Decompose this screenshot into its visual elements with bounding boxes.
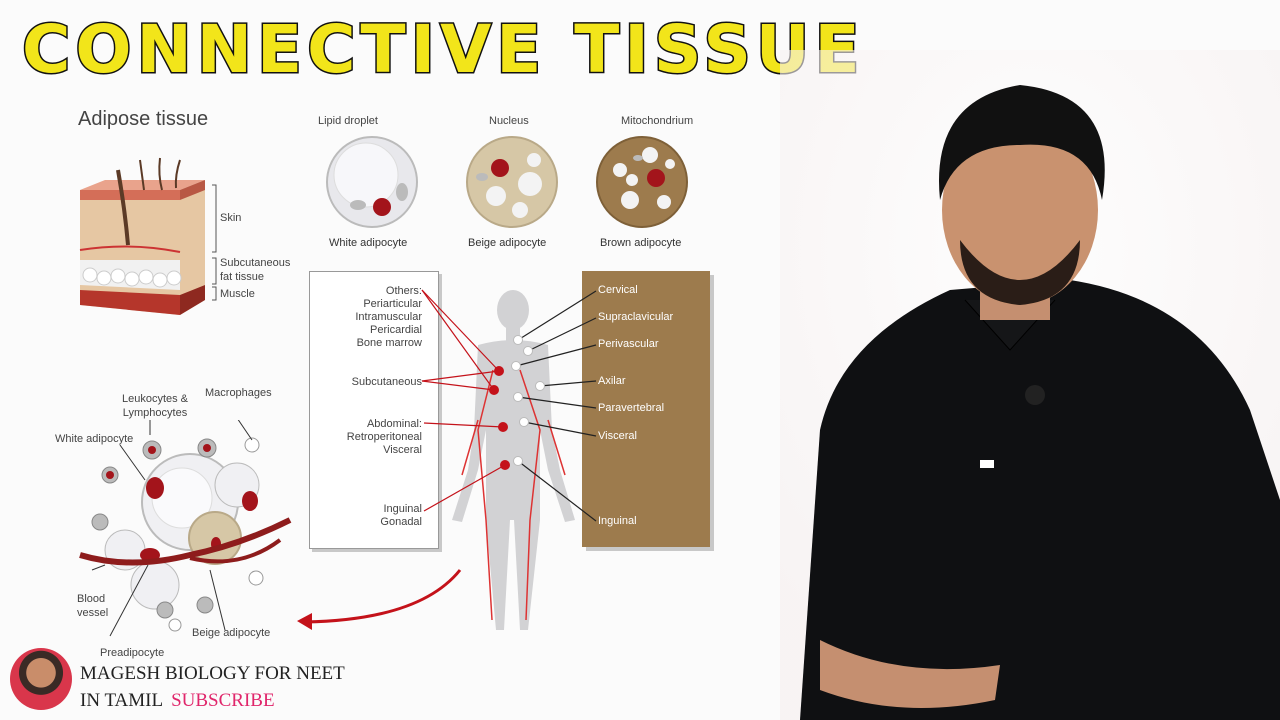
subcutaneous-fat-label: Subcutaneous fat tissue (220, 257, 291, 283)
page-title: CONNECTIVE TISSUE (21, 10, 865, 90)
lipid-droplet-label: Lipid droplet (318, 115, 378, 127)
subscribe-link[interactable]: SUBSCRIBE (171, 690, 275, 711)
section-title: Adipose tissue (78, 108, 209, 130)
inguinal-gonadal-list: Inguinal Gonadal (380, 503, 422, 528)
white-adipocyte-name: White adipocyte (329, 237, 408, 249)
right-item-perivascular: Perivascular (598, 338, 659, 350)
brown-fat-locations-box: Cervical Supraclavicular Perivascular Ax… (582, 271, 710, 547)
abdominal-list: Abdominal: Retroperitoneal Visceral (346, 418, 422, 456)
preadipocyte-label: Preadipocyte (100, 647, 165, 659)
skin-cross-section-illustration (79, 157, 217, 315)
others-list: Others: Periarticular Intramuscular Peri… (355, 285, 422, 349)
nucleus-label: Nucleus (489, 115, 529, 127)
channel-avatar[interactable] (10, 648, 72, 710)
right-item-visceral: Visceral (598, 430, 637, 442)
blood-vessel-label: Blood vessel (77, 593, 109, 619)
right-item-cervical: Cervical (598, 284, 638, 296)
white-fat-locations-box: Others: Periarticular Intramuscular Peri… (309, 271, 439, 549)
beige-adipocyte-tissue-label: Beige adipocyte (192, 627, 271, 639)
right-item-axilar: Axilar (598, 375, 626, 387)
right-item-supraclavicular: Supraclavicular (598, 311, 674, 323)
channel-name-line1: MAGESH BIOLOGY FOR NEET (80, 663, 345, 684)
leukocytes-label: Leukocytes & Lymphocytes (121, 393, 189, 419)
adipose-tissue-illustration (79, 420, 292, 637)
right-item-paravertebral: Paravertebral (598, 402, 665, 414)
macrophages-label: Macrophages (205, 387, 272, 399)
right-item-inguinal: Inguinal (598, 515, 637, 527)
adipocytes-illustration (326, 136, 688, 228)
white-adipocyte-tissue-label: White adipocyte (55, 433, 134, 445)
presenter-photo (780, 50, 1280, 720)
skin-label: Skin (220, 212, 242, 224)
muscle-label: Muscle (220, 288, 255, 300)
brown-adipocyte-name: Brown adipocyte (600, 237, 682, 249)
subcutaneous-item: Subcutaneous (351, 376, 422, 388)
beige-adipocyte-name: Beige adipocyte (468, 237, 547, 249)
mitochondrium-label: Mitochondrium (621, 115, 694, 127)
